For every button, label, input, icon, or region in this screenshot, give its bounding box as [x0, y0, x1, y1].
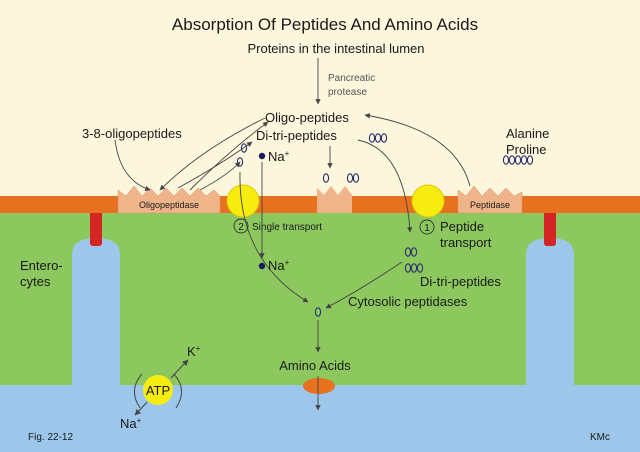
pump-na-arrow: [134, 401, 148, 416]
k-ion-label: K+: [187, 344, 201, 359]
amino-acid-oval: [502, 155, 510, 165]
amino-acids-label: Amino Acids: [279, 358, 351, 373]
sodium-dot: [258, 152, 266, 160]
pump-arc-left: [134, 373, 143, 409]
single-transport-label: Single transport: [252, 222, 322, 233]
pancreatic-label-1: Pancreatic: [328, 73, 375, 84]
tight-junction-left: [90, 210, 102, 246]
peptide-transport-label-2: transport: [440, 235, 492, 250]
amino-acid-oval: [314, 307, 322, 317]
oligo-peptides-label: Oligo-peptides: [265, 110, 349, 125]
peptide-transport-badge: [419, 219, 435, 235]
peptidase-label: Peptidase: [470, 200, 510, 210]
amino-acid-oval: [416, 263, 424, 273]
amino-acid-oval: [346, 173, 354, 183]
blood-region: [0, 385, 640, 452]
amino-acid-oval: [240, 143, 248, 153]
sodium-dot: [258, 262, 266, 270]
amino-acid-oval: [410, 247, 418, 257]
pump-arc-right: [173, 373, 182, 409]
amino-acid-oval: [404, 247, 412, 257]
amino-acid-oval: [374, 133, 382, 143]
amino-acid-oval: [236, 157, 244, 167]
molecule-ovals: [236, 133, 534, 317]
amino-acid-oval: [520, 155, 528, 165]
atp-pump: [143, 375, 173, 405]
three-eight-oligopeptides-label: 3-8-oligopeptides: [82, 126, 182, 141]
single-transport-number: 2: [238, 222, 244, 233]
na-mid-label: Na+: [268, 258, 290, 273]
amino-acid-oval: [410, 263, 418, 273]
di-tri-peptides-top-label: Di-tri-peptides: [256, 128, 337, 143]
cytosolic-peptidases-label: Cytosolic peptidases: [348, 294, 468, 309]
proline-label: Proline: [506, 142, 546, 157]
atp-label: ATP: [146, 383, 170, 398]
single-transporter: [226, 184, 260, 218]
lumen-region: [0, 0, 640, 196]
amino-acid-oval: [322, 173, 330, 183]
oligopeptidase-label: Oligopeptidase: [139, 200, 199, 210]
enterocytes-label-2: cytes: [20, 274, 51, 289]
diagram-subtitle: Proteins in the intestinal lumen: [247, 41, 424, 56]
lateral-space-right: [526, 238, 574, 392]
arrow-ditri-to-peptide-transport: [357, 139, 413, 233]
author-label: KMc: [590, 432, 610, 443]
tight-junction-right: [544, 210, 556, 246]
amino-acid-oval: [404, 263, 412, 273]
single-transport-badge: [233, 218, 249, 234]
amino-acid-oval: [526, 155, 534, 165]
amino-acid-oval: [508, 155, 516, 165]
diagram-title: Absorption Of Peptides And Amino Acids: [172, 15, 478, 34]
arrow-oligo-to-oligopeptidase: [159, 117, 266, 191]
amino-acid-oval: [380, 133, 388, 143]
enterocytes-label-1: Entero-: [20, 258, 63, 273]
arrow-peptidase-to-oligo: [364, 113, 471, 187]
arrow-ditri-to-cytosol: [325, 261, 403, 309]
na-top-label: Na+: [268, 149, 290, 164]
di-tri-peptides-cell-label: Di-tri-peptides: [420, 274, 501, 289]
amino-acid-channel: [303, 378, 335, 394]
amino-acid-oval: [514, 155, 522, 165]
peptide-transport-number: 1: [424, 223, 430, 234]
brush-border-enzyme-middle: [317, 186, 352, 213]
figure-number-label: Fig. 22-12: [28, 432, 73, 443]
arrow-aminoacid-to-cytosol: [239, 171, 309, 303]
arrow-oligopeptidase-to-ditri: [177, 141, 253, 189]
pump-k-arrow: [170, 359, 189, 379]
peptide-transport-label-1: Peptide: [440, 219, 484, 234]
arrow-three-eight-to-oligopeptidase: [114, 139, 151, 192]
amino-acid-oval: [352, 173, 360, 183]
peptide-transporter: [411, 184, 445, 218]
na-bottom-label: Na+: [120, 416, 142, 431]
oligopeptidase-enzyme: [117, 185, 221, 214]
amino-acid-oval: [368, 133, 376, 143]
lateral-space-left: [72, 238, 120, 392]
pancreatic-label-2: protease: [328, 87, 367, 98]
arrow-oligopeptidase-to-oligo: [189, 121, 269, 191]
peptidase-enzyme: [457, 185, 523, 214]
alanine-label: Alanine: [506, 126, 549, 141]
